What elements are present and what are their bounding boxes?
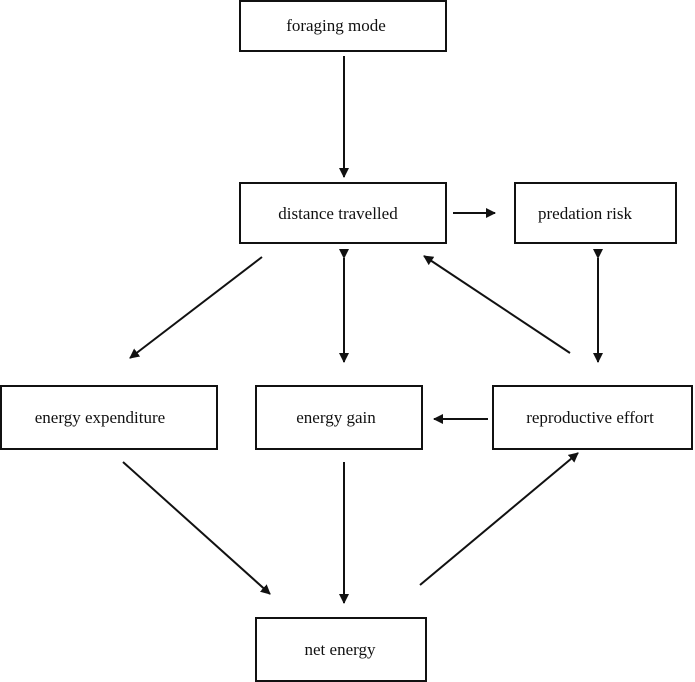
- node-energy-expenditure-label: energy expenditure: [35, 408, 165, 427]
- node-foraging-mode: foraging mode: [239, 0, 447, 52]
- node-reproductive-effort: reproductive effort: [492, 385, 693, 450]
- node-predation-risk-box: [514, 182, 677, 244]
- arrow-distance-travelled-to-energy-expenditure: [129, 256, 263, 359]
- arrow-net-energy-to-reproductive-effort: [419, 452, 579, 586]
- node-net-energy: net energy: [255, 617, 427, 682]
- node-distance-travelled-label: distance travelled: [278, 204, 398, 223]
- node-energy-gain: energy gain: [255, 385, 423, 450]
- node-distance-travelled-box: [239, 182, 447, 244]
- node-net-energy-label: net energy: [305, 640, 376, 659]
- node-energy-expenditure: energy expenditure: [0, 385, 218, 450]
- arrow-reproductive-effort-to-distance-travelled: [423, 255, 571, 354]
- node-predation-risk: predation risk: [514, 182, 677, 244]
- arrow-energy-expenditure-to-net-energy: [122, 461, 271, 595]
- node-distance-travelled: distance travelled: [239, 182, 447, 244]
- node-reproductive-effort-box: [492, 385, 693, 450]
- node-foraging-mode-label: foraging mode: [286, 16, 386, 35]
- node-energy-expenditure-box: [0, 385, 218, 450]
- node-energy-gain-box: [255, 385, 423, 450]
- node-predation-risk-label: predation risk: [538, 204, 632, 223]
- node-foraging-mode-box: [239, 0, 447, 52]
- node-energy-gain-label: energy gain: [296, 408, 376, 427]
- node-reproductive-effort-label: reproductive effort: [526, 408, 654, 427]
- node-net-energy-box: [255, 617, 427, 682]
